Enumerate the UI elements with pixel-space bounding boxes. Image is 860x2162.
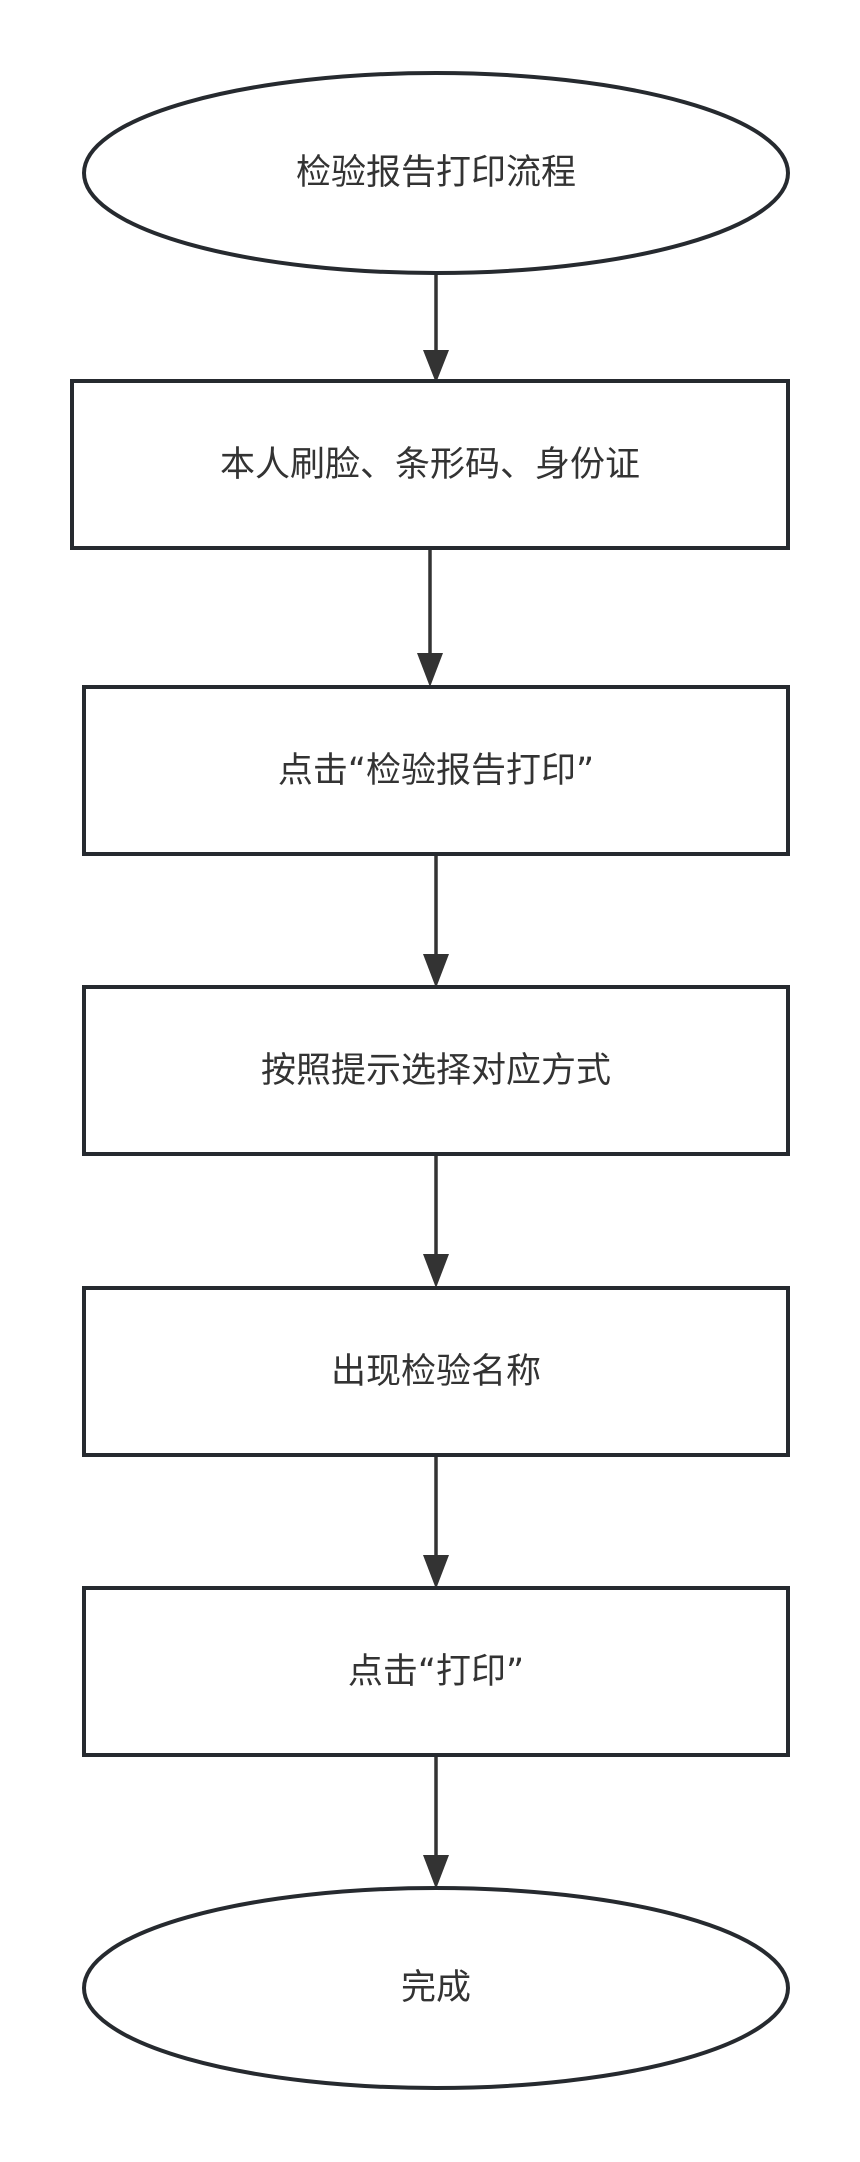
arrowhead-icon	[423, 954, 449, 988]
step1-box	[70, 379, 790, 550]
step5-box	[82, 1586, 790, 1757]
step4-box	[82, 1286, 790, 1457]
arrowhead-icon	[423, 1254, 449, 1288]
step3-label: 按照提示选择对应方式	[261, 1051, 611, 1091]
arrowhead-icon	[417, 653, 443, 687]
edge-step5-to-end	[423, 1756, 449, 1889]
edge-start-to-step1	[423, 274, 449, 383]
edges	[417, 274, 449, 1889]
arrowhead-icon	[423, 350, 449, 383]
edge-step1-to-step2	[417, 549, 443, 687]
step2-label: 点击“检验报告打印”	[278, 751, 594, 791]
arrowhead-icon	[423, 1555, 449, 1589]
end-label: 完成	[401, 1968, 471, 2008]
edge-step2-to-step3	[423, 855, 449, 988]
step2-box	[82, 685, 790, 856]
node-step2: 点击“检验报告打印”	[82, 685, 790, 856]
node-step1: 本人刷脸、条形码、身份证	[70, 379, 790, 550]
arrowhead-icon	[423, 1855, 449, 1889]
step3-box	[82, 985, 790, 1156]
step4-label: 出现检验名称	[331, 1352, 541, 1392]
edge-step4-to-step5	[423, 1456, 449, 1589]
step5-label: 点击“打印”	[348, 1652, 524, 1692]
edge-step3-to-step4	[423, 1155, 449, 1288]
node-step3: 按照提示选择对应方式	[82, 985, 790, 1156]
start-label: 检验报告打印流程	[296, 153, 576, 193]
node-step5: 点击“打印”	[82, 1586, 790, 1757]
end-ellipse	[82, 1886, 790, 2090]
node-start: 检验报告打印流程	[82, 71, 790, 275]
node-step4: 出现检验名称	[82, 1286, 790, 1457]
start-ellipse	[82, 71, 790, 275]
step1-label: 本人刷脸、条形码、身份证	[220, 445, 640, 485]
node-end: 完成	[82, 1886, 790, 2090]
nodes: 检验报告打印流程 本人刷脸、条形码、身份证 点击“检验报告打印” 按照提示选择对…	[70, 71, 790, 2090]
